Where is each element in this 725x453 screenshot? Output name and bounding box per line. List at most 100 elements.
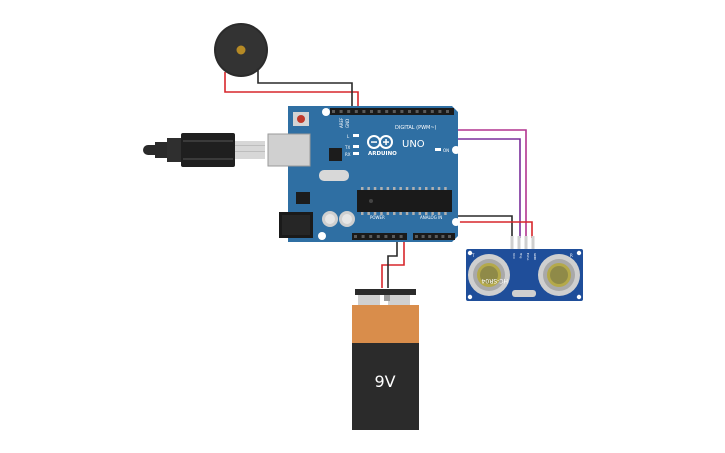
led-l [353,134,359,137]
chip-leg [367,187,370,190]
digital-header[interactable] [330,108,454,115]
header-hole[interactable] [415,235,418,238]
led-tx-label: TX [344,145,350,150]
header-hole[interactable] [428,235,432,238]
led-rx-label: RX [345,152,351,157]
header-hole[interactable] [384,235,388,238]
chip-leg [393,212,396,215]
sensor-pin[interactable] [531,236,535,250]
chip-leg [399,212,402,215]
header-hole[interactable] [446,110,449,113]
battery-voltage-label: 9V [374,372,395,391]
header-hole[interactable] [392,235,395,238]
battery-9v[interactable]: 9V [352,289,419,430]
aref-label: AREF [339,117,344,128]
digital-header-holes [332,110,449,113]
header-hole[interactable] [332,110,335,113]
header-hole[interactable] [400,110,404,113]
wire-buzzer-ground[interactable] [257,70,353,110]
sensor-header-pins[interactable] [510,236,535,250]
chip-leg [386,187,390,190]
atmega-chip [357,190,452,212]
transducer-left [468,254,510,296]
usb-cable[interactable] [143,133,265,167]
power-label: POWER [370,215,385,220]
header-hole[interactable] [423,110,427,113]
wire-buzzer-positive[interactable] [224,72,359,110]
chip-pins-bottom [361,212,447,215]
header-hole[interactable] [369,235,373,238]
chip-leg [399,187,402,190]
chip-leg [437,187,441,190]
chip-leg [380,212,383,215]
sensor-mark-left: T [471,253,475,258]
battery-body [352,343,419,430]
header-hole[interactable] [376,235,380,238]
header-hole[interactable] [399,235,403,238]
header-hole[interactable] [361,235,365,238]
wire-sensor-ground[interactable] [458,215,513,238]
chip-leg [373,187,377,190]
led-l-label: L [347,134,350,139]
sensor-pin[interactable] [510,236,514,250]
header-hole[interactable] [370,110,373,113]
chip-leg [393,187,396,190]
header-hole[interactable] [392,110,396,113]
power-header-holes [354,235,403,238]
header-hole[interactable] [430,110,434,113]
sensor-pin-label: Echo [526,253,530,260]
header-hole[interactable] [415,110,419,113]
chip-leg [444,187,447,190]
analog-label: ANALOG IN [420,215,442,220]
mount-hole [322,108,330,116]
chip-leg [412,212,415,215]
chip-leg [444,212,447,215]
usb-b-port[interactable] [267,133,311,167]
sensor-crystal [512,290,536,297]
header-hole[interactable] [448,235,451,238]
sensor-pin[interactable] [517,236,521,250]
header-hole[interactable] [354,235,357,238]
chip-pins-top [361,187,447,190]
header-hole[interactable] [385,110,389,113]
gnd-label-top: GND [345,119,350,128]
header-hole[interactable] [441,235,445,238]
header-hole[interactable] [408,110,411,113]
wire-battery-positive[interactable] [381,238,405,288]
arduino-text: ARDUINO [368,151,397,157]
header-hole[interactable] [421,235,425,238]
header-hole[interactable] [362,110,366,113]
crystal [319,170,349,181]
piezo-buzzer[interactable] [214,23,268,77]
chip-leg [437,212,441,215]
wire-battery-ground[interactable] [387,238,398,288]
chip-leg [361,187,364,190]
chip-leg [431,212,434,215]
usb-metal-tip [235,141,265,159]
arduino-uno-board[interactable]: DIGITAL (PWM~) ANALOG IN POWER GND AREF … [267,106,460,242]
sensor-pin[interactable] [524,236,528,250]
header-hole[interactable] [354,110,358,113]
sensor-pin-label: Trig [519,252,523,258]
chip-leg [418,187,422,190]
mount-hole [452,218,460,226]
sensor-mark-right: R [570,253,573,258]
analog-header-holes [415,235,451,238]
analog-header[interactable] [413,233,455,240]
header-hole[interactable] [347,110,351,113]
header-hole[interactable] [339,110,343,113]
header-hole[interactable] [434,235,438,238]
header-hole[interactable] [438,110,442,113]
chip-leg [373,212,377,215]
battery-snap[interactable] [355,289,416,295]
sensor-pin-label: VCC [512,253,516,259]
led-rx [353,152,359,155]
chip-leg [367,212,370,215]
chip-leg [405,187,409,190]
regulator [296,192,310,204]
sensor-pin-label: GND [533,253,537,261]
header-hole[interactable] [377,110,381,113]
